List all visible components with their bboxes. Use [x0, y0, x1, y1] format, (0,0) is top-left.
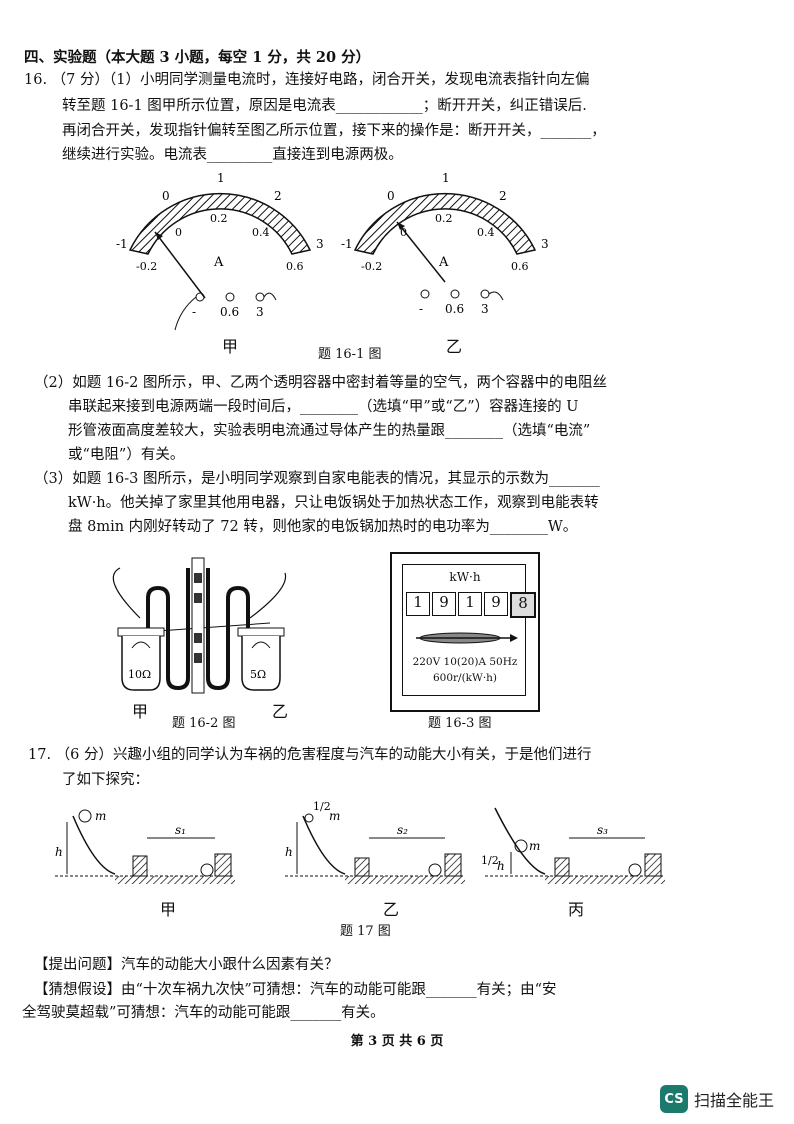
ammeter-figure: -1 0 1 2 3 -0.2 0 0.2 0.4 0.6 A - 0.6 3 … — [116, 171, 549, 331]
energy-meter-dial — [416, 632, 518, 644]
energy-meter-digits: 1 9 1 9 8 — [406, 592, 536, 618]
ramp-panel-bing: m 1/2 h s₃ — [481, 807, 665, 884]
fig17-label-yi: 乙 — [383, 900, 400, 919]
fig16-2-label-jia: 甲 — [132, 702, 149, 721]
terminal-3: 3 — [481, 302, 489, 316]
q16-line-4: 继续进行实验。电流表_________直接连到电源两极。 — [62, 147, 403, 163]
scale-top-0: -1 — [341, 237, 353, 251]
ammeter-right: -1 0 1 2 3 -0.2 0 0.2 0.4 0.6 A - 0.6 3 — [341, 171, 549, 316]
scale-top-0: -1 — [116, 237, 128, 251]
ramp-panel-jia: m h s₁ — [55, 809, 235, 884]
q16-line-1: 16. （7 分）（1）小明同学测量电流时，连接好电路，闭合开关，发现电流表指针… — [24, 72, 590, 88]
digit-2: 9 — [432, 592, 456, 616]
height-label: h — [55, 845, 63, 859]
scale-bottom-4: 0.6 — [511, 260, 529, 273]
ramp-panel-yi: 1/2 m h s₂ — [285, 800, 465, 884]
ramp-figure: m h s₁ 1/2 m h s₂ m 1/2 h s — [55, 800, 665, 884]
terminal-0-6: 0.6 — [220, 305, 239, 319]
mass-label: m — [95, 809, 106, 823]
energy-meter-rev: 600r/(kW·h) — [432, 672, 498, 684]
scale-top-4: 3 — [316, 237, 324, 251]
scale-bottom-1: 0 — [400, 226, 407, 239]
q17-question: 【提出问题】汽车的动能大小跟什么因素有关？ — [34, 957, 339, 973]
scale-bottom-4: 0.6 — [286, 260, 304, 273]
scale-top-2: 1 — [442, 171, 450, 185]
height-label: h — [285, 845, 293, 859]
q16-part2-line-1: （2）如题 16-2 图所示，甲、乙两个透明容器中密封着等量的空气，两个容器中的… — [34, 375, 608, 391]
mass-label: m — [329, 809, 340, 823]
fig17-caption: 题 17 图 — [340, 924, 391, 939]
section-heading: 四、实验题（本大题 3 小题，每空 1 分，共 20 分） — [24, 49, 371, 66]
scale-bottom-3: 0.4 — [252, 226, 270, 239]
cs-logo-icon: CS — [659, 1085, 688, 1113]
ammeter-left: -1 0 1 2 3 -0.2 0 0.2 0.4 0.6 A - 0.6 3 — [116, 171, 324, 331]
scanner-badge: CS 扫描全能王 — [659, 1085, 774, 1113]
q17-hypothesis-line-1: 【猜想假设】由“十次车祸九次快”可猜想：汽车的动能可能跟_______有关；由“… — [34, 982, 557, 998]
scale-top-1: 0 — [162, 189, 170, 203]
dist-label: s₁ — [175, 823, 186, 837]
terminal-minus: - — [192, 305, 196, 319]
q16-part3-line-1: （3）如题 16-3 图所示，是小明同学观察到自家电能表的情况，其显示的示数为_… — [34, 471, 600, 487]
mass-frac-label: 1/2 — [313, 800, 331, 813]
digit-4: 9 — [484, 592, 508, 616]
fig16-1-label-jia: 甲 — [222, 337, 239, 356]
fig17-label-bing: 丙 — [568, 900, 585, 919]
fig16-1-caption: 题 16-1 图 — [318, 347, 382, 362]
scale-top-3: 2 — [499, 189, 507, 203]
digit-5: 8 — [510, 592, 536, 618]
scale-bottom-2: 0.2 — [435, 212, 453, 225]
fig16-3-caption: 题 16-3 图 — [428, 716, 492, 731]
resistor-5-label: 5Ω — [250, 668, 266, 681]
scale-top-2: 1 — [217, 171, 225, 185]
q16-line-3: 再闭合开关，发现指针偏转至图乙所示位置，接下来的操作是：断开开关，_______… — [62, 123, 606, 139]
mass-label: m — [529, 839, 540, 853]
terminal-minus: - — [419, 302, 423, 316]
terminal-0-6: 0.6 — [445, 302, 464, 316]
q16-part3-line-3: 盘 8min 内刚好转动了 72 转，则他家的电饭锅加热时的电功率为______… — [68, 519, 578, 535]
scale-bottom-3: 0.4 — [477, 226, 495, 239]
q17-hypothesis-line-2: 全驾驶莫超载”可猜想：汽车的动能可能跟_______有关。 — [22, 1005, 385, 1021]
energy-meter-panel — [402, 564, 526, 696]
scale-top-4: 3 — [541, 237, 549, 251]
q16-part3-line-2: kW·h。他关掉了家里其他用电器，只让电饭锅处于加热状态工作，观察到电能表转 — [68, 495, 599, 511]
unit-label: A — [438, 255, 449, 270]
terminal-3: 3 — [256, 305, 264, 319]
page-footer: 第 3 页 共 6 页 — [350, 1034, 444, 1049]
q16-part2-line-3: 形管液面高度差较大，实验表明电流通过导体产生的热量跟________（选填“电流… — [68, 423, 591, 439]
scale-bottom-1: 0 — [175, 226, 182, 239]
q16-part2-line-4: 或“电阻”）有关。 — [68, 447, 185, 463]
u-tube-figure: 10Ω 5Ω — [112, 557, 287, 694]
digit-1: 1 — [406, 592, 430, 616]
scanner-badge-text: 扫描全能王 — [693, 1091, 774, 1110]
unit-label: A — [213, 255, 224, 270]
fig16-2-caption: 题 16-2 图 — [172, 716, 236, 731]
scale-bottom-0: -0.2 — [136, 260, 157, 273]
q17-line-1: 17. （6 分）兴趣小组的同学认为车祸的危害程度与汽车的动能大小有关，于是他们… — [28, 747, 592, 763]
height-frac-label: 1/2 — [481, 854, 499, 867]
fig16-2-label-yi: 乙 — [272, 702, 289, 721]
fig16-1-label-yi: 乙 — [446, 337, 463, 356]
q17-line-2: 了如下探究： — [62, 772, 149, 788]
scale-top-3: 2 — [274, 189, 282, 203]
dist-label: s₂ — [397, 823, 408, 837]
scale-bottom-2: 0.2 — [210, 212, 228, 225]
dist-label: s₃ — [597, 823, 608, 837]
scale-top-1: 0 — [387, 189, 395, 203]
q16-part2-line-2: 串联起来接到电源两端一段时间后，________（选填“甲”或“乙”）容器连接的… — [68, 399, 579, 415]
resistor-10-label: 10Ω — [128, 668, 151, 681]
fig17-label-jia: 甲 — [160, 900, 177, 919]
energy-meter: kW·h 1 9 1 9 8 220V 10(20)A 50Hz 600r/(k… — [390, 552, 540, 712]
digit-3: 1 — [458, 592, 482, 616]
scale-bottom-0: -0.2 — [361, 260, 382, 273]
energy-meter-spec: 220V 10(20)A 50Hz — [412, 656, 518, 668]
q16-line-2: 转至题 16-1 图甲所示位置，原因是电流表____________；断开开关，… — [62, 98, 587, 114]
energy-meter-unit: kW·h — [449, 570, 481, 584]
height-label: h — [497, 859, 505, 873]
